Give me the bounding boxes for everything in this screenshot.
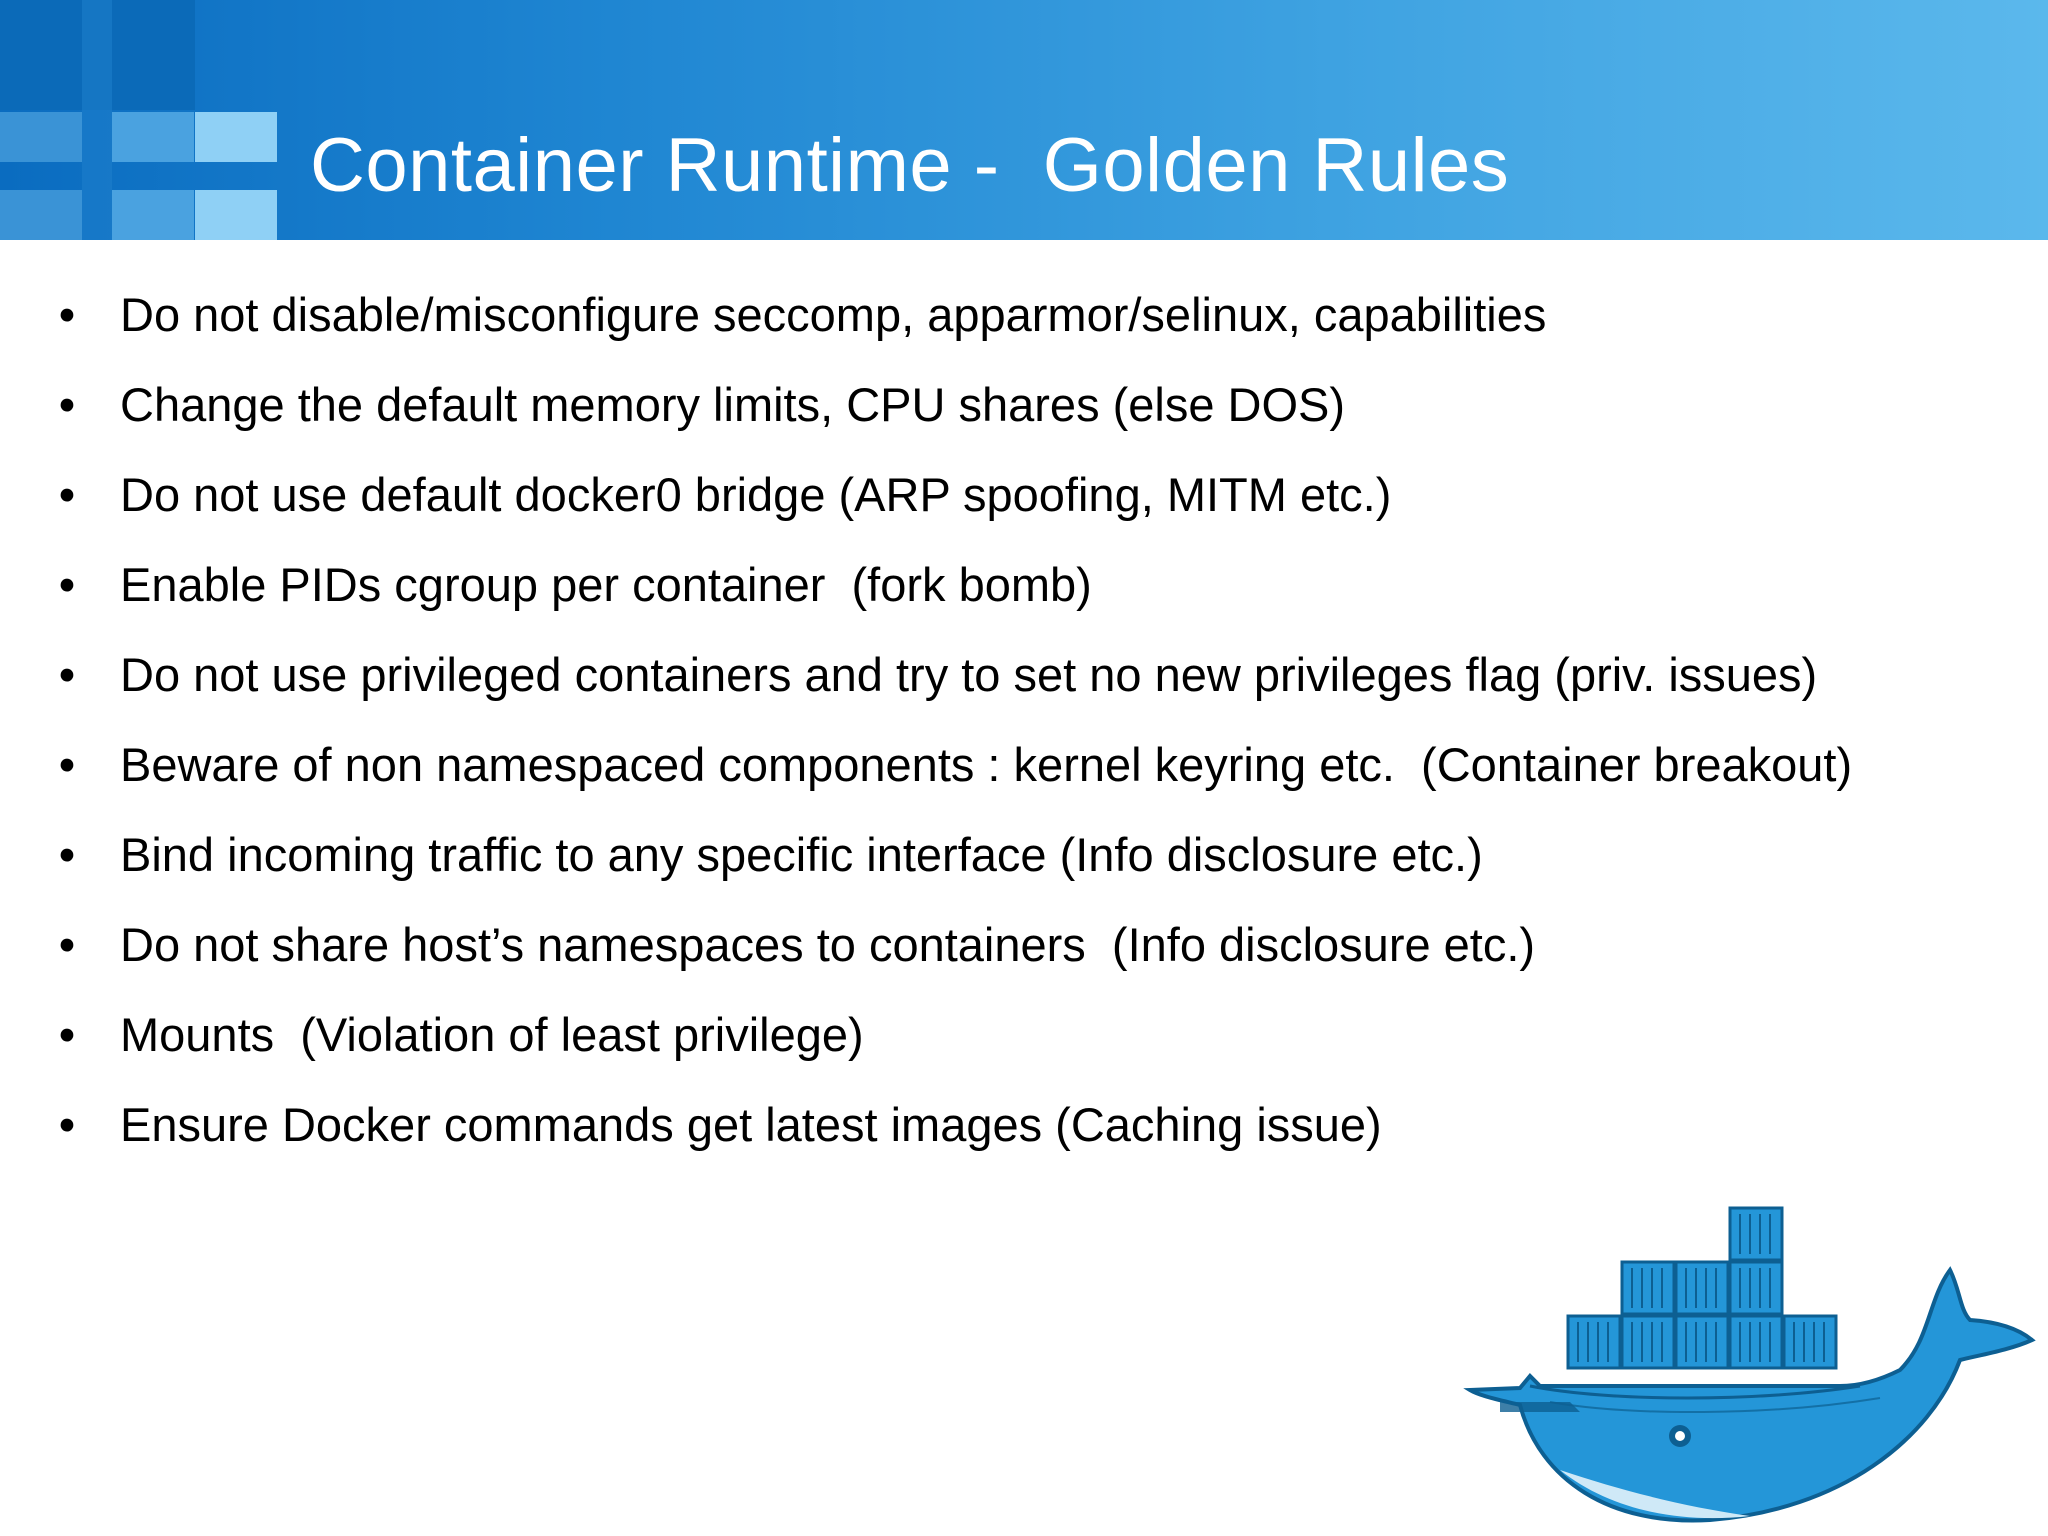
bullet-item: • Ensure Docker commands get latest image… [0, 1080, 2048, 1170]
bullet-list: • Do not disable/misconfigure seccomp, ap… [0, 270, 2048, 1170]
container-stack [1566, 1206, 1838, 1370]
bullet-dot: • [58, 1098, 76, 1151]
bullet-text: Beware of non namespaced components : ke… [120, 738, 1853, 791]
whale-eye [1669, 1425, 1691, 1447]
bullet-item: • Do not use default docker0 bridge (ARP … [0, 450, 2048, 540]
bullet-text: Enable PIDs cgroup per container (fork b… [120, 558, 1092, 611]
bullet-item: • Do not use privileged containers and tr… [0, 630, 2048, 720]
header-decor-square [112, 190, 194, 240]
bullet-item: • Enable PIDs cgroup per container (fork … [0, 540, 2048, 630]
bullet-item: • Change the default memory limits, CPU s… [0, 360, 2048, 450]
slide-title: Container Runtime - Golden Rules [310, 123, 1510, 208]
bullet-item: • Do not disable/misconfigure seccomp, ap… [0, 270, 2048, 360]
header-decor-square [0, 112, 82, 162]
bullet-text: Mounts (Violation of least privilege) [120, 1008, 864, 1061]
header-decor-square [195, 112, 277, 162]
bullet-text: Do not use default docker0 bridge (ARP s… [120, 468, 1392, 521]
bullet-dot: • [58, 648, 76, 701]
bullet-text: Bind incoming traffic to any specific in… [120, 828, 1483, 881]
bullet-dot: • [58, 738, 76, 791]
header-decor-square [82, 0, 112, 240]
bullet-item: • Do not share host’s namespaces to conta… [0, 900, 2048, 990]
bullet-dot: • [58, 918, 76, 971]
bullet-item: • Bind incoming traffic to any specific i… [0, 810, 2048, 900]
header-decor-square [195, 190, 277, 240]
bullet-item: • Mounts (Violation of least privilege) [0, 990, 2048, 1080]
bullet-text: Ensure Docker commands get latest images… [120, 1098, 1382, 1151]
bullet-text: Do not share host’s namespaces to contai… [120, 918, 1536, 971]
whale-body [1463, 1266, 2036, 1523]
slide-header-banner: Container Runtime - Golden Rules [0, 0, 2048, 240]
header-decor-square [112, 112, 194, 162]
bullet-item: • Beware of non namespaced components : k… [0, 720, 2048, 810]
bullet-dot: • [58, 558, 76, 611]
bullet-text: Do not disable/misconfigure seccomp, app… [120, 288, 1547, 341]
bullet-text: Change the default memory limits, CPU sh… [120, 378, 1346, 431]
docker-whale-icon [1463, 1206, 2036, 1523]
bullet-dot: • [58, 288, 76, 341]
bullet-dot: • [58, 468, 76, 521]
bullet-dot: • [58, 828, 76, 881]
header-decor-square [0, 190, 82, 240]
bullet-dot: • [58, 1008, 76, 1061]
bullet-text: Do not use privileged containers and try… [120, 648, 1818, 701]
bullet-dot: • [58, 378, 76, 431]
